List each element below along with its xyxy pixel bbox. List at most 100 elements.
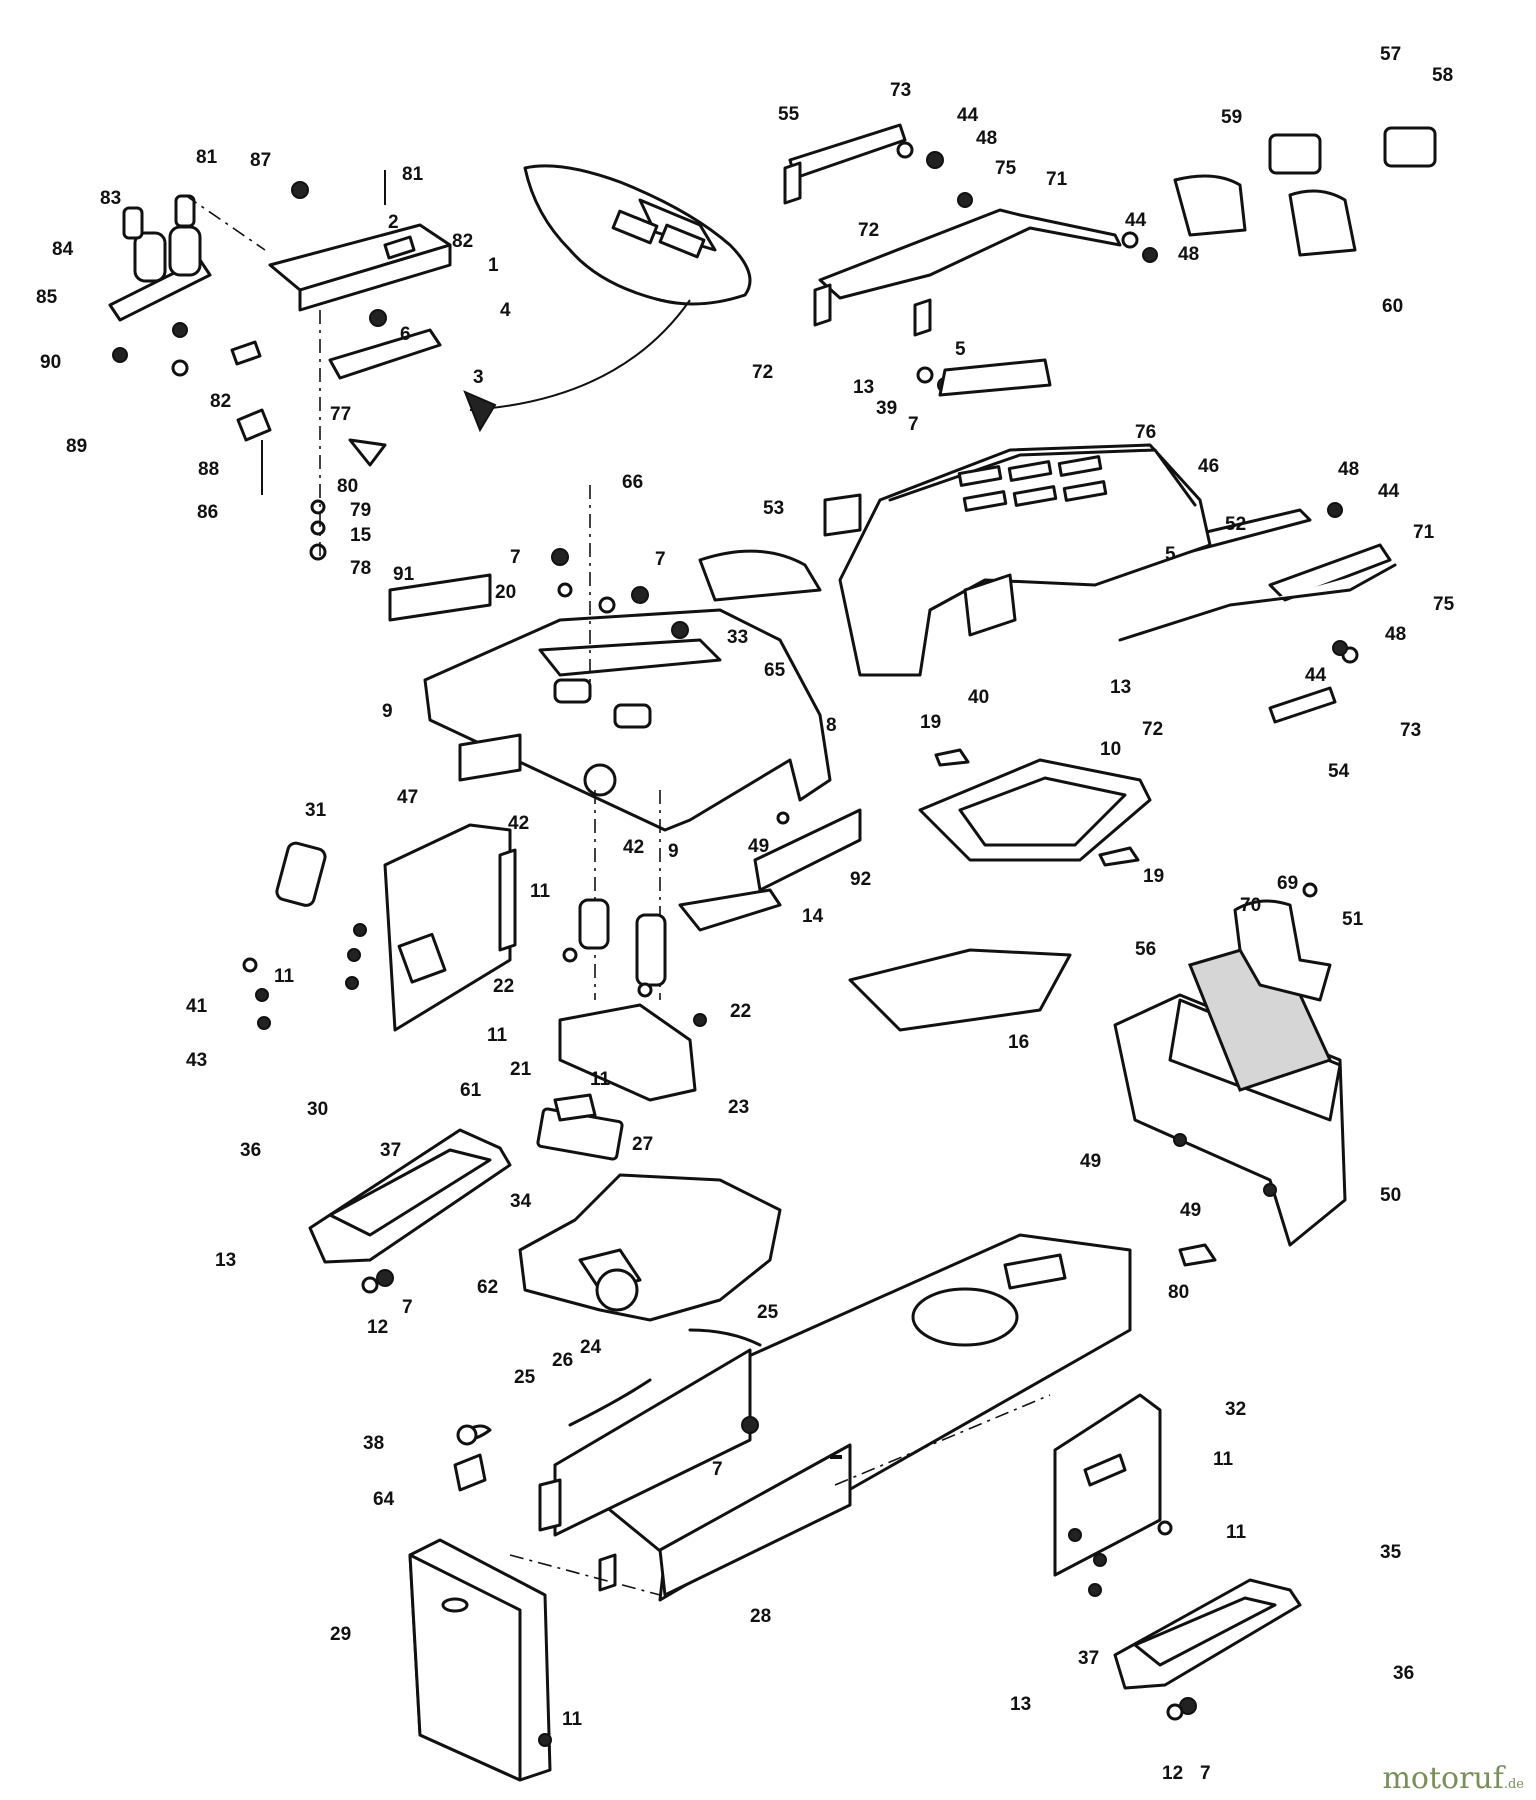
callout-5b: 5	[1165, 544, 1176, 565]
callout-11c: 11	[487, 1025, 508, 1046]
callout-56: 56	[1135, 939, 1156, 960]
callout-13a: 13	[853, 377, 874, 398]
callout-29: 29	[330, 1624, 351, 1645]
callout-11d: 11	[590, 1069, 611, 1090]
callout-25a: 25	[757, 1302, 779, 1323]
callout-86: 86	[197, 502, 218, 523]
callout-22a: 22	[493, 976, 514, 997]
seat-assembly	[108, 164, 752, 561]
callout-labels: 1 2 3 4 5 5 6 7 7 7 7 7 7 8 9 9 10 11 11…	[36, 44, 1455, 1784]
callout-71b: 71	[1413, 522, 1435, 543]
callout-82a: 82	[452, 231, 473, 252]
callout-14: 14	[802, 906, 824, 927]
callout-24: 24	[580, 1337, 602, 1358]
callout-60: 60	[1382, 296, 1403, 317]
watermark-logo: motoruf.de	[1382, 1761, 1524, 1796]
callout-11e: 11	[1213, 1449, 1234, 1470]
callout-16: 16	[1008, 1032, 1029, 1053]
callout-33: 33	[727, 627, 748, 648]
callout-92: 92	[850, 869, 871, 890]
hood	[823, 358, 1212, 677]
callout-7d: 7	[402, 1297, 413, 1318]
rear-shroud	[1113, 882, 1347, 1267]
callout-1: 1	[488, 255, 499, 276]
callout-44d: 44	[1305, 665, 1327, 686]
callout-53: 53	[763, 498, 784, 519]
callout-12a: 12	[367, 1317, 388, 1338]
callout-7b: 7	[510, 547, 521, 568]
callout-50: 50	[1380, 1185, 1401, 1206]
callout-15: 15	[350, 525, 372, 546]
callout-31: 31	[305, 800, 327, 821]
callout-51: 51	[1342, 909, 1364, 930]
callout-7f: 7	[1200, 1763, 1211, 1784]
callout-78: 78	[350, 558, 371, 579]
callout-81b: 81	[402, 164, 424, 185]
callout-77: 77	[330, 404, 351, 425]
callout-73a: 73	[890, 80, 911, 101]
callout-91: 91	[393, 564, 415, 585]
callout-13b: 13	[1110, 677, 1131, 698]
callout-85: 85	[36, 287, 58, 308]
callout-39: 39	[876, 398, 897, 419]
callout-35: 35	[1380, 1542, 1402, 1563]
callout-72a: 72	[858, 220, 879, 241]
callout-25b: 25	[514, 1367, 536, 1388]
left-side-panel	[242, 823, 517, 1032]
callout-58: 58	[1432, 65, 1453, 86]
callout-44b: 44	[1125, 210, 1147, 231]
callout-3: 3	[473, 367, 484, 388]
seat-springs	[536, 898, 707, 1161]
callout-13c: 13	[215, 1250, 236, 1271]
callout-5a: 5	[955, 339, 966, 360]
callout-52: 52	[1225, 514, 1246, 535]
callout-89: 89	[66, 436, 87, 457]
callout-88: 88	[198, 459, 219, 480]
callout-4: 4	[500, 300, 511, 321]
watermark-text: motoruf	[1382, 1761, 1504, 1796]
callout-7e: 7	[712, 1459, 723, 1480]
callout-55: 55	[778, 104, 800, 125]
callout-30: 30	[307, 1099, 328, 1120]
callout-80a: 80	[337, 476, 358, 497]
callout-7c: 7	[655, 549, 666, 570]
callout-48d: 48	[1385, 624, 1406, 645]
callout-83: 83	[100, 188, 121, 209]
callout-79: 79	[350, 500, 371, 521]
callout-19b: 19	[1143, 866, 1164, 887]
callout-75b: 75	[1433, 594, 1455, 615]
callout-42b: 42	[623, 837, 644, 858]
callout-62: 62	[477, 1277, 498, 1298]
callout-27: 27	[632, 1134, 653, 1155]
callout-80b: 80	[1168, 1282, 1189, 1303]
callout-48c: 48	[1338, 459, 1359, 480]
callout-32: 32	[1225, 1399, 1246, 1420]
right-side-panel	[1053, 1393, 1173, 1597]
callout-9a: 9	[382, 701, 393, 722]
callout-23: 23	[728, 1097, 749, 1118]
callout-20: 20	[495, 582, 516, 603]
callout-48b: 48	[1178, 244, 1199, 265]
callout-72b: 72	[752, 362, 773, 383]
main-frame	[453, 1233, 1132, 1602]
callout-37b: 37	[1078, 1648, 1099, 1669]
callout-75a: 75	[995, 158, 1017, 179]
callout-22b: 22	[730, 1001, 751, 1022]
callout-2: 2	[388, 212, 399, 233]
callout-42a: 42	[508, 813, 529, 834]
callout-84: 84	[52, 239, 74, 260]
tray-and-gasket	[848, 748, 1152, 1032]
callout-59: 59	[1221, 107, 1242, 128]
dash-panel	[388, 485, 862, 1000]
callout-49b: 49	[1080, 1151, 1101, 1172]
callout-40: 40	[968, 687, 989, 708]
callout-41: 41	[186, 996, 208, 1017]
callout-36b: 36	[1393, 1663, 1414, 1684]
callout-65: 65	[764, 660, 786, 681]
callout-9b: 9	[668, 841, 679, 862]
callout-8: 8	[826, 715, 837, 736]
footrest-right	[1113, 1578, 1302, 1721]
callout-64: 64	[373, 1489, 395, 1510]
callout-54: 54	[1328, 761, 1350, 782]
